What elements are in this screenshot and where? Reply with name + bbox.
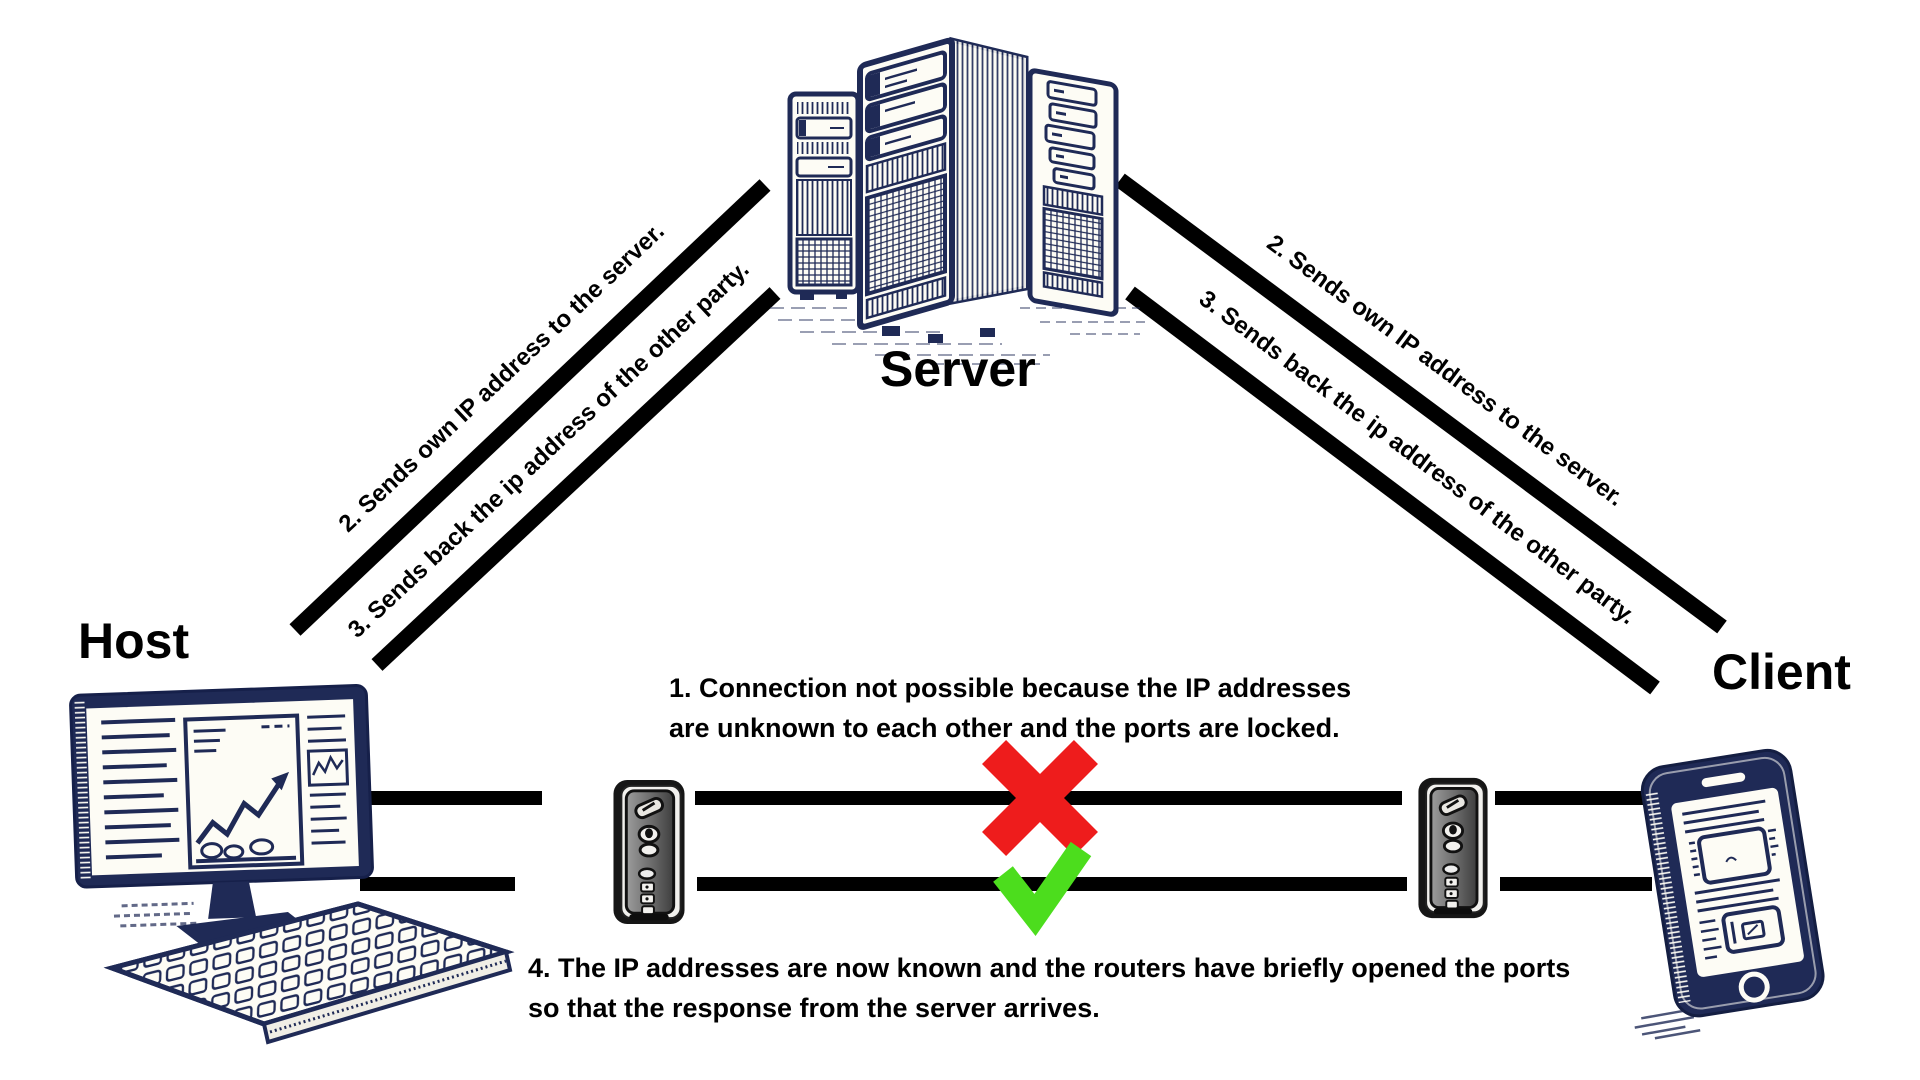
step1-caption-line1: 1. Connection not possible because the I… <box>669 673 1352 703</box>
host-monitor <box>69 684 374 946</box>
client-label: Client <box>1712 644 1851 700</box>
green-check-icon <box>993 841 1092 937</box>
router-icon-right <box>1414 776 1492 920</box>
server-foot <box>882 326 900 336</box>
step4-caption-line1: 4. The IP addresses are now known and th… <box>528 953 1571 983</box>
line-host-client-bottom <box>360 877 1652 891</box>
phone-shadow <box>1634 1006 1703 1040</box>
host-label: Host <box>78 613 190 669</box>
step4-caption: 4. The IP addresses are now known and th… <box>528 948 1570 1028</box>
line-client-to-server <box>1115 173 1727 634</box>
red-cross-icon <box>982 740 1098 856</box>
line-server-to-host <box>371 287 781 671</box>
server-rack-icon <box>770 36 1145 365</box>
router-icon-left <box>608 778 690 926</box>
server-foot <box>928 334 943 343</box>
server-center-side-vents <box>952 40 1026 302</box>
server-label: Server <box>880 341 1036 397</box>
host-monitor-base <box>176 912 313 946</box>
server-foot <box>980 328 995 337</box>
smartphone-icon <box>1634 748 1825 1040</box>
desktop-computer-icon <box>69 684 515 1045</box>
host-keyboard <box>103 901 515 1045</box>
server-left-tower <box>787 91 861 300</box>
server-center-tower <box>857 37 955 330</box>
line-host-to-server <box>289 179 771 636</box>
server-right-tower <box>1027 68 1119 317</box>
step1-caption: 1. Connection not possible because the I… <box>669 668 1351 748</box>
server-shadow <box>770 307 1145 365</box>
step1-caption-line2: are unknown to each other and the ports … <box>669 713 1340 743</box>
line-server-to-client <box>1125 286 1660 695</box>
host-monitor-stand <box>208 881 257 919</box>
step4-caption-line2: so that the response from the server arr… <box>528 993 1100 1023</box>
